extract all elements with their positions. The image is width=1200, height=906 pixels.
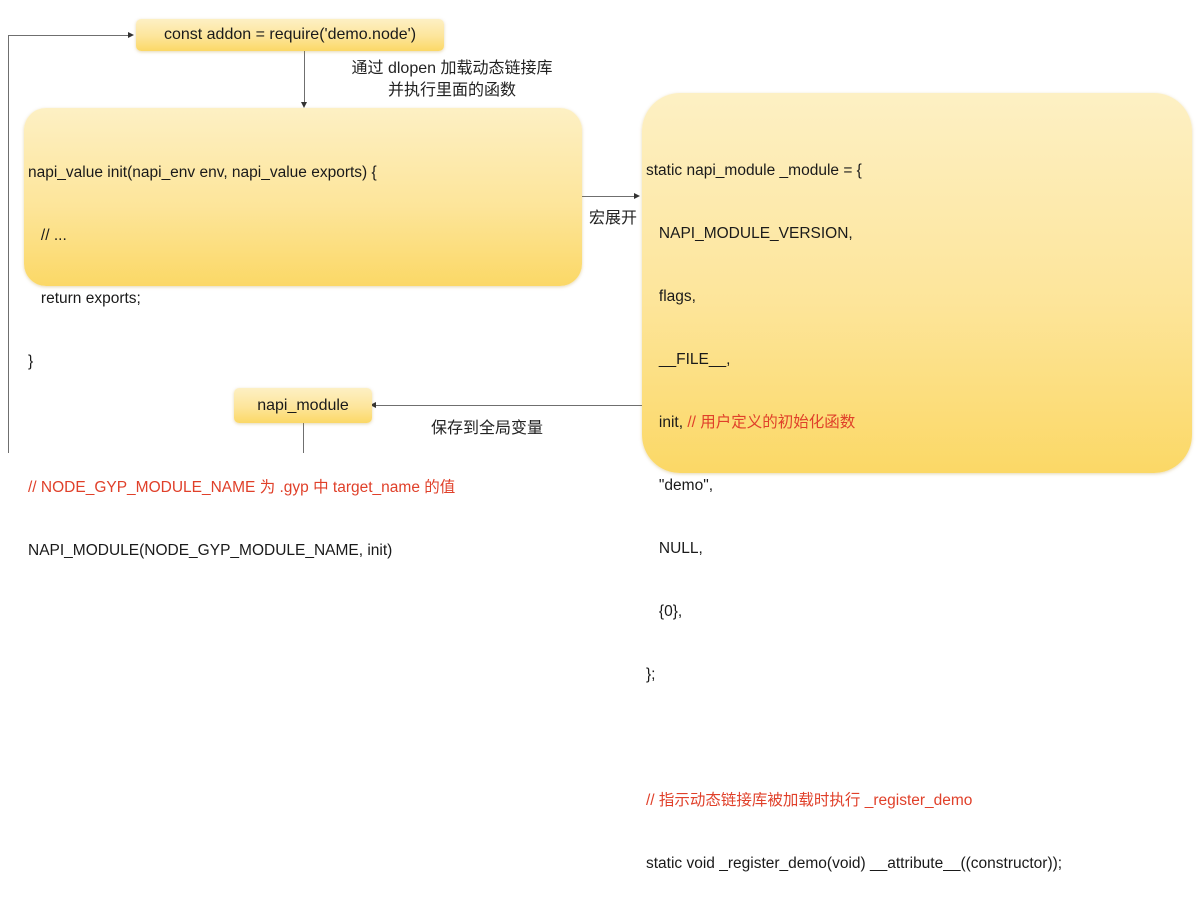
code-line: return exports; bbox=[28, 290, 141, 307]
code-line: flags, bbox=[646, 288, 696, 305]
code-line: static void _register_demo(void) __attri… bbox=[646, 855, 1063, 872]
macro-edge-label: 宏展开 bbox=[588, 210, 637, 227]
code-line: NAPI_MODULE_VERSION, bbox=[646, 225, 853, 242]
napi-module-node-text: napi_module bbox=[257, 396, 349, 414]
arrowhead-icon bbox=[128, 32, 134, 38]
dlopen-label-line-1: 通过 dlopen 加载动态链接库 bbox=[351, 60, 553, 77]
dlopen-edge-line bbox=[304, 50, 305, 105]
require-node-text: const addon = require('demo.node') bbox=[163, 26, 417, 43]
napi-module-node: napi_module bbox=[234, 388, 372, 423]
save-edge-label: 保存到全局变量 bbox=[430, 420, 543, 437]
arrowhead-icon bbox=[301, 102, 307, 108]
code-comment: // NODE_GYP_MODULE_NAME 为 .gyp 中 target_… bbox=[28, 479, 456, 496]
code-line bbox=[646, 727, 1062, 748]
module-code-node: static napi_module _module = { NAPI_MODU… bbox=[642, 93, 1192, 872]
arrowhead-icon bbox=[634, 193, 640, 199]
code-line: }; bbox=[646, 666, 656, 683]
loop-back-line-vertical bbox=[8, 35, 9, 453]
code-line: {0}, bbox=[646, 603, 683, 620]
code-line: } bbox=[28, 353, 34, 370]
code-line: init, // 用户定义的初始化函数 bbox=[646, 412, 1062, 433]
arrowhead-icon bbox=[370, 402, 376, 408]
code-line: napi_value init(napi_env env, napi_value… bbox=[28, 164, 377, 181]
code-comment: // 用户定义的初始化函数 bbox=[687, 414, 856, 431]
loop-back-line-horizontal bbox=[8, 35, 130, 36]
code-line: NULL, bbox=[646, 540, 703, 557]
dlopen-label-line-2: 并执行里面的函数 bbox=[387, 82, 516, 99]
code-comment: // 指示动态链接库被加载时执行 _register_demo bbox=[646, 792, 973, 809]
code-line: static napi_module _module = { bbox=[646, 162, 862, 179]
init-code-node: napi_value init(napi_env env, napi_value… bbox=[24, 108, 582, 559]
macro-edge-line bbox=[582, 196, 636, 197]
dlopen-edge-label: 通过 dlopen 加载动态链接库 并执行里面的函数 bbox=[312, 58, 592, 102]
code-line: NAPI_MODULE(NODE_GYP_MODULE_NAME, init) bbox=[28, 542, 393, 559]
code-line: // ... bbox=[28, 227, 67, 244]
napi-module-down-line bbox=[303, 422, 304, 453]
code-line: __FILE__, bbox=[646, 351, 731, 368]
save-edge-line bbox=[372, 405, 642, 406]
code-text: init, bbox=[646, 414, 688, 431]
code-line: "demo", bbox=[646, 477, 714, 494]
require-node: const addon = require('demo.node') bbox=[136, 19, 444, 51]
